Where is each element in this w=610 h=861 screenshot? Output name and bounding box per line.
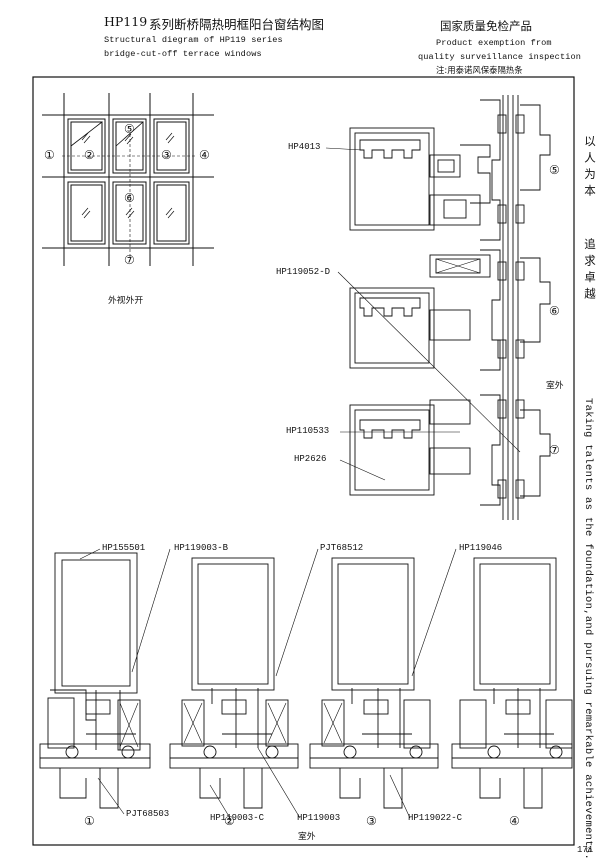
label-hp119003: HP119003 xyxy=(297,813,341,823)
slogan-cn-1: 以人为本 xyxy=(583,135,597,201)
section-marker-bottom-2: ② xyxy=(224,814,235,828)
outdoor-label-right: 室外 xyxy=(546,381,564,391)
section-marker-4: ④ xyxy=(199,148,210,162)
outdoor-label-bottom: 室外 xyxy=(298,832,316,842)
label-hp119046: HP119046 xyxy=(459,543,503,553)
label-hp119022-c: HP119022-C xyxy=(408,813,463,823)
section-marker-3: ③ xyxy=(161,148,172,162)
section-marker-1: ① xyxy=(44,148,55,162)
title-en-line1: Structural diegram of HP119 series xyxy=(104,35,283,45)
bottom-sections xyxy=(39,548,573,819)
slogan-cn-2: 追求卓越 xyxy=(583,238,597,304)
label-hp2626: HP2626 xyxy=(294,454,327,464)
title-cn: 系列断桥隔热明框阳台窗结构图 xyxy=(149,17,325,32)
cert-cn: 国家质量免检产品 xyxy=(440,19,532,33)
section-marker-bottom-4: ④ xyxy=(509,814,520,828)
label-hp110533: HP110533 xyxy=(286,426,330,436)
thermal-strip-note: 注:用泰诺风保泰隔热条 xyxy=(436,65,523,75)
section-marker-right-7: ⑦ xyxy=(549,443,560,457)
section-marker-2: ② xyxy=(84,148,95,162)
section-marker-bottom-3: ③ xyxy=(366,814,377,828)
elevation-caption: 外视外开 xyxy=(108,296,144,306)
label-hp4013: HP4013 xyxy=(288,142,321,152)
slogan-en: Taking talents as the foundation,and pur… xyxy=(582,398,594,861)
label-hp155501: HP155501 xyxy=(102,543,146,553)
section-marker-6: ⑥ xyxy=(124,191,135,205)
section-marker-right-5: ⑤ xyxy=(549,163,560,177)
section-marker-7: ⑦ xyxy=(124,253,135,267)
cert-en-line1: Product exemption from xyxy=(436,38,552,48)
model-number: HP119 xyxy=(104,14,148,29)
title-en-line2: bridge-cut-off terrace windows xyxy=(104,49,262,59)
label-pjt68512: PJT68512 xyxy=(320,543,364,553)
label-hp119003-b: HP119003-B xyxy=(174,543,229,553)
label-hp119052-d: HP119052-D xyxy=(276,267,331,277)
right-sections xyxy=(325,95,551,520)
label-hp119003-c: HP119003-C xyxy=(210,813,265,823)
section-marker-5: ⑤ xyxy=(124,122,135,136)
cert-en-line2: quality surveillance inspection xyxy=(418,52,581,62)
section-marker-right-6: ⑥ xyxy=(549,304,560,318)
page-number: 171 xyxy=(577,845,594,855)
section-marker-bottom-1: ① xyxy=(84,814,95,828)
label-pjt68503: PJT68503 xyxy=(126,809,170,819)
elevation-grid xyxy=(42,93,214,266)
